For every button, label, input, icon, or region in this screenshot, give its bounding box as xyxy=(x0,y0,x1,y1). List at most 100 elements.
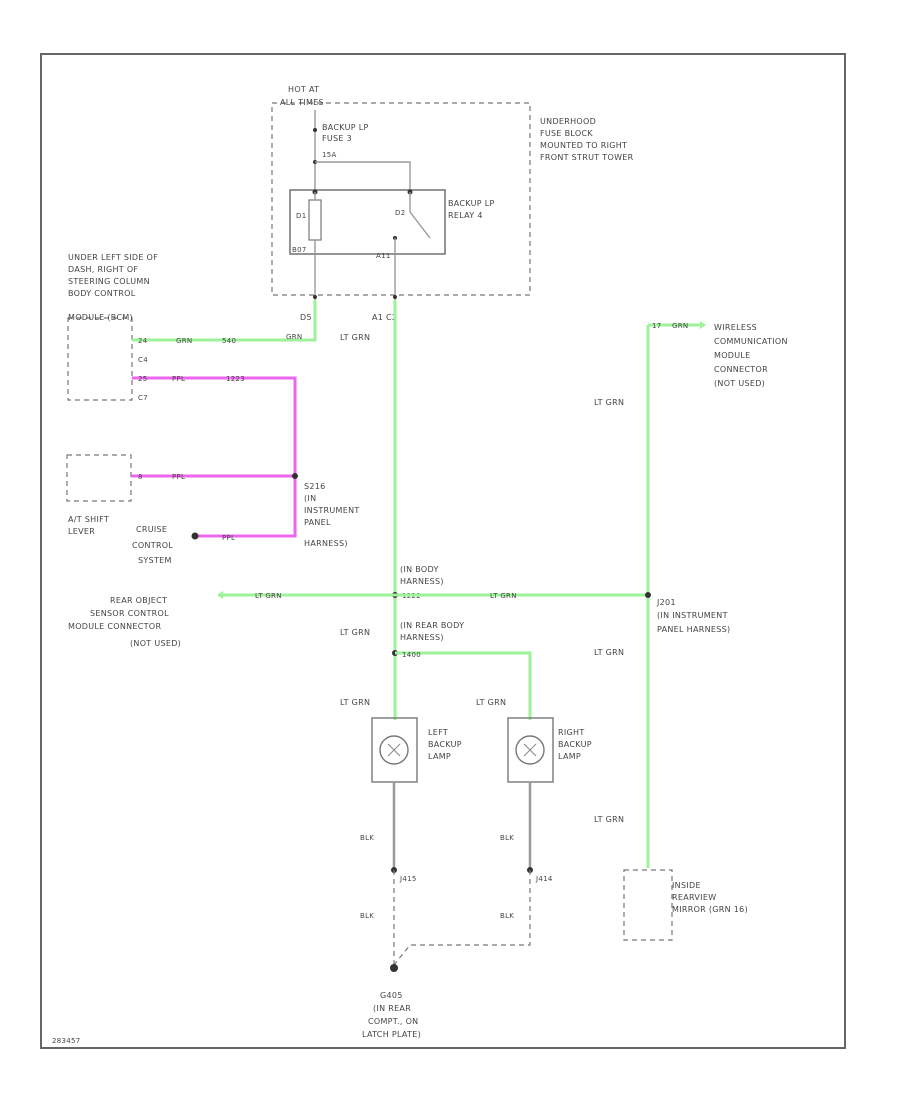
ground-label-1: G405 xyxy=(380,991,403,1000)
mirror-label-2: REARVIEW xyxy=(672,893,716,902)
rear-object-label-2: SENSOR CONTROL xyxy=(90,609,169,618)
connector-right-terminal xyxy=(393,295,397,299)
shift-wire-b: PPL xyxy=(172,473,185,481)
relay-switch-contact xyxy=(409,211,431,239)
mirror-wire-color: LT GRN xyxy=(594,815,624,824)
wire-c4-code-b: GRN xyxy=(176,337,192,345)
bcm-label-4: BODY CONTROL xyxy=(68,289,136,298)
hot-at-label: HOT AT xyxy=(288,85,319,94)
wireless-label-2: COMMUNICATION xyxy=(714,337,788,346)
bcm-c7-wire xyxy=(132,376,297,538)
relay-pin-bl: B07 xyxy=(292,246,307,254)
wire-c7-code-b: PPL xyxy=(172,375,185,383)
shift-lever-outline xyxy=(66,454,132,502)
hot-at-label-2: ALL TIMES xyxy=(280,98,324,107)
s216-label-3: INSTRUMENT xyxy=(304,506,360,515)
wire-c4-code-d: GRN xyxy=(286,333,302,341)
shift-label-1: A/T SHIFT xyxy=(68,515,109,524)
right-lamp-label-1: RIGHT xyxy=(558,728,585,737)
left-lamp-bulb-icon xyxy=(379,735,409,765)
bcm-outline xyxy=(67,317,133,401)
mirror-label-3: MIRROR (GRN 16) xyxy=(672,905,748,914)
bcm-pin-c7: C7 xyxy=(138,394,148,402)
bcm-label-1: UNDER LEFT SIDE OF xyxy=(68,253,158,262)
rear-object-label-4: (NOT USED) xyxy=(130,639,181,648)
ground-label-4: LATCH PLATE) xyxy=(362,1030,421,1039)
relay-pin-right: D2 xyxy=(395,209,405,217)
right-lamp-bulb-icon xyxy=(515,735,545,765)
wire-c4-code-c: 540 xyxy=(222,337,236,345)
fuse-name: BACKUP LP xyxy=(322,123,369,132)
relay-pin-left: D1 xyxy=(296,212,306,220)
left-lamp-label-2: BACKUP xyxy=(428,740,462,749)
fuse-block-outline xyxy=(271,102,531,296)
left-splice-id: J415 xyxy=(399,875,417,883)
fuse-block-location-2: FUSE BLOCK xyxy=(540,129,593,138)
rear-object-label-1: REAR OBJECT xyxy=(110,596,167,605)
connector-right-label: A1 C2 xyxy=(372,313,397,322)
wireless-label-1: WIRELESS xyxy=(714,323,757,332)
right-ground-color: BLK xyxy=(500,834,514,842)
fuse-name-2: FUSE 3 xyxy=(322,134,352,143)
right-ground-dashed-wire xyxy=(393,870,531,966)
wireless-wire-color: LT GRN xyxy=(594,398,624,407)
s216-label-4: PANEL xyxy=(304,518,331,527)
wireless-label-4: CONNECTOR xyxy=(714,365,768,374)
bcm-pin-c4: C4 xyxy=(138,356,148,364)
j201-label-3: PANEL HARNESS) xyxy=(657,625,730,634)
s216-label-1: S216 xyxy=(304,482,326,491)
rear-body-wire-color: LT GRN xyxy=(340,628,370,637)
rear-object-connector-arrow xyxy=(217,591,223,599)
fuse-block-location-1: UNDERHOOD xyxy=(540,117,596,126)
left-ground-color-2: BLK xyxy=(360,912,374,920)
main-wire-color-label: LT GRN xyxy=(340,333,370,342)
shift-wire-a: 8 xyxy=(138,473,143,481)
rear-body-splice-id: 1400 xyxy=(402,651,421,659)
cruise-label-1: CRUISE xyxy=(136,525,167,534)
rear-object-label-3: MODULE CONNECTOR xyxy=(68,622,161,631)
connector-d5-label: D5 xyxy=(300,313,312,322)
left-lamp-wire-color: LT GRN xyxy=(340,698,370,707)
left-ground-color: BLK xyxy=(360,834,374,842)
body-harness-label-1: (IN BODY xyxy=(400,565,439,574)
j201-wire-color: LT GRN xyxy=(594,648,624,657)
cruise-wire-label: PPL xyxy=(222,534,235,542)
rear-body-label-1: (IN REAR BODY xyxy=(400,621,464,630)
wireless-label-5: (NOT USED) xyxy=(714,379,765,388)
body-harness-label-2: HARNESS) xyxy=(400,577,444,586)
relay-coil xyxy=(308,199,322,241)
bcm-c4-wire xyxy=(132,300,317,342)
ground-g405-icon xyxy=(390,964,398,972)
wire-c7-code-a: 25 xyxy=(138,375,148,383)
s216-label-2: (IN xyxy=(304,494,316,503)
rear-object-wire-color: LT GRN xyxy=(255,592,282,600)
left-lamp-filament xyxy=(387,743,401,757)
j201-segment-wire-color: LT GRN xyxy=(490,592,517,600)
mirror-label-1: INSIDE xyxy=(672,881,701,890)
wireless-wire-b: GRN xyxy=(672,322,688,330)
j201-splice-dot xyxy=(645,592,651,598)
j201-label-1: J201 xyxy=(656,598,676,607)
fuse-block-location-3: MOUNTED TO RIGHT xyxy=(540,141,627,150)
shift-label-2: LEVER xyxy=(68,527,95,536)
wireless-label-3: MODULE xyxy=(714,351,751,360)
splice-s216-dot xyxy=(292,473,298,479)
relay-pin-br: A11 xyxy=(376,252,391,260)
right-lamp-filament xyxy=(523,743,537,757)
wireless-wire-a: 17 xyxy=(652,322,662,330)
relay-name-2: RELAY 4 xyxy=(448,211,483,220)
rear-body-label-2: HARNESS) xyxy=(400,633,444,642)
right-lamp-label-3: LAMP xyxy=(558,752,581,761)
ground-label-3: COMPT., ON xyxy=(368,1017,418,1026)
relay-box xyxy=(289,189,446,255)
fuse-rating: 15A xyxy=(322,151,337,159)
connector-d5-terminal xyxy=(313,295,317,299)
bcm-label-2: DASH, RIGHT OF xyxy=(68,265,138,274)
right-lamp-label-2: BACKUP xyxy=(558,740,592,749)
left-lamp-label-1: LEFT xyxy=(428,728,448,737)
diagram-frame xyxy=(40,53,846,1049)
cruise-connector-dot xyxy=(191,532,199,540)
s216-label-5: HARNESS) xyxy=(304,539,348,548)
bcm-label-5: MODULE (BCM) xyxy=(68,313,133,322)
